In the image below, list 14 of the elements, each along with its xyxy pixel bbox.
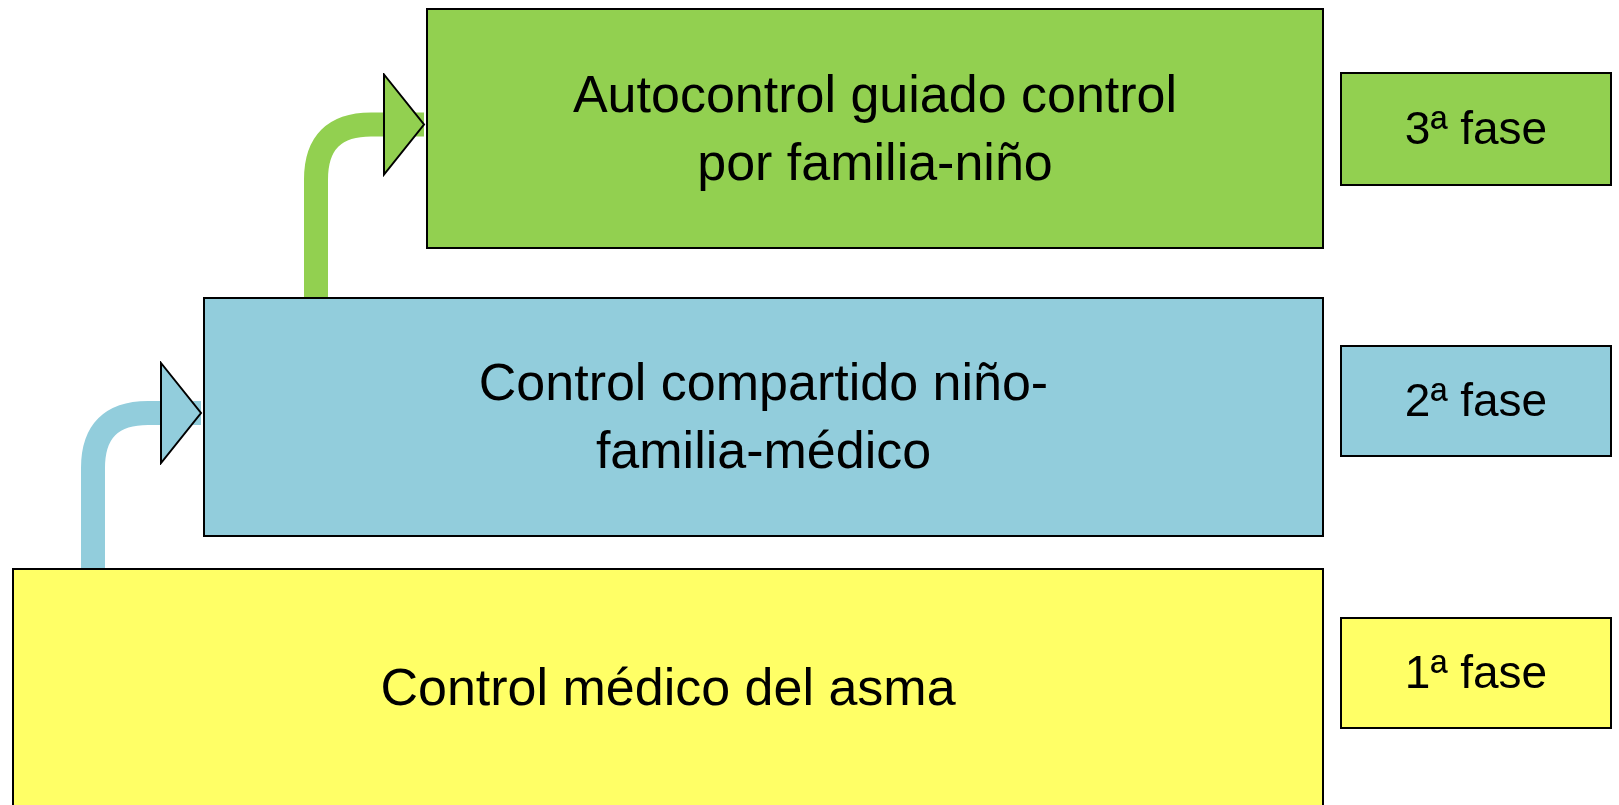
stage-label: 3ª fase (1404, 101, 1548, 157)
phase-box (1340, 617, 1612, 729)
phase-box (1340, 72, 1612, 186)
stage-box (203, 297, 1324, 537)
stage-label: 2ª fase (1404, 373, 1548, 429)
curved-arrow (81, 362, 202, 568)
stage-label: Autocontrol guiado control por familia-niño (571, 63, 1179, 193)
stage-label: 1ª fase (1404, 645, 1548, 701)
stage-box (12, 568, 1324, 805)
stage-label: Control médico del asma (380, 657, 956, 719)
stage-box (426, 8, 1324, 249)
stage-label: Control compartido niño-familia-médico (477, 352, 1050, 481)
curved-arrow (304, 73, 425, 297)
phase-box (1340, 345, 1612, 457)
